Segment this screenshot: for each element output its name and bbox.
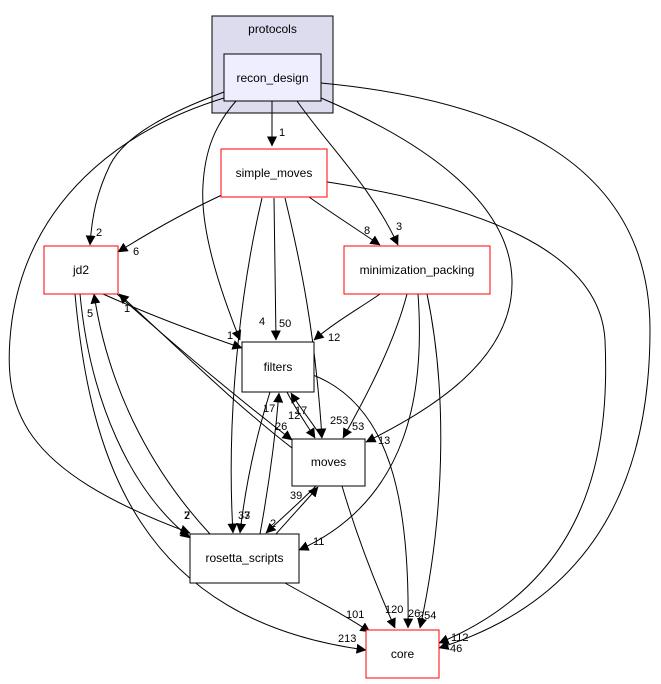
edge-label: 5 bbox=[87, 308, 93, 320]
nodes: recon_design simple_moves jd2 minimizati… bbox=[43, 53, 491, 679]
edge-simple-moves-jd2[interactable]: 6 bbox=[117, 193, 225, 258]
node-label: rosetta_scripts bbox=[205, 551, 283, 565]
node-jd2[interactable]: jd2 bbox=[43, 245, 119, 295]
edge-rosetta-scripts-core[interactable]: 101 bbox=[284, 582, 371, 633]
edge-jd2-moves[interactable]: 26 bbox=[116, 293, 293, 441]
edge-label: 13 bbox=[378, 435, 390, 447]
edge-label: 4 bbox=[259, 316, 265, 328]
edge-label: 26 bbox=[408, 608, 420, 620]
cluster-label: protocols bbox=[248, 22, 297, 36]
edge-filters-core[interactable]: 26 bbox=[312, 374, 420, 629]
edge-label: 253 bbox=[330, 415, 348, 427]
edges: 1 2 3 4 13 7 46 6 bbox=[8, 82, 651, 655]
edge-label: 2 bbox=[270, 518, 276, 530]
edge-label: 120 bbox=[385, 604, 403, 616]
node-rosetta-scripts[interactable]: rosetta_scripts bbox=[189, 533, 300, 584]
edge-recon-core[interactable]: 46 bbox=[320, 82, 651, 655]
edge-minimization-moves[interactable]: 53 bbox=[342, 293, 408, 439]
node-label: jd2 bbox=[72, 263, 89, 277]
edge-moves-jd2[interactable]: 1 bbox=[118, 293, 293, 449]
edge-label: 39 bbox=[290, 490, 302, 502]
edge-label: 8 bbox=[364, 225, 370, 237]
edge-simple-moves-moves[interactable]: 253 bbox=[284, 197, 348, 439]
node-minimization-packing[interactable]: minimization_packing bbox=[343, 245, 491, 295]
node-label: recon_design bbox=[236, 71, 308, 85]
edge-rosetta-scripts-moves[interactable]: 39 bbox=[275, 486, 319, 535]
edge-simple-moves-filters[interactable]: 50 bbox=[270, 197, 291, 341]
edge-label: 37 bbox=[238, 510, 250, 522]
node-label: filters bbox=[264, 360, 293, 374]
edge-label: 112 bbox=[451, 632, 469, 644]
edge-label: 11 bbox=[313, 536, 324, 548]
edge-recon-minimization[interactable]: 3 bbox=[296, 100, 402, 246]
edge-recon-rosetta-scripts[interactable]: 7 bbox=[8, 97, 225, 535]
edge-label: 53 bbox=[352, 421, 364, 433]
edge-simple-moves-core[interactable]: 112 bbox=[320, 180, 607, 644]
edge-recon-simple-moves[interactable]: 1 bbox=[267, 101, 285, 147]
edge-label: 1 bbox=[279, 127, 285, 139]
edge-simple-moves-minimization[interactable]: 8 bbox=[308, 196, 381, 246]
edge-rosetta-scripts-filters[interactable]: 17 bbox=[259, 392, 284, 535]
edge-minimization-core[interactable]: 254 bbox=[417, 293, 442, 629]
edge-label: 17 bbox=[263, 403, 275, 415]
edge-label: 1 bbox=[124, 303, 130, 315]
node-simple-moves[interactable]: simple_moves bbox=[220, 148, 328, 198]
edge-moves-filters[interactable]: 17 bbox=[290, 392, 323, 439]
edge-label: 3 bbox=[396, 221, 402, 233]
edge-filters-rosetta-scripts[interactable]: 3 bbox=[236, 391, 271, 534]
edge-label: 2 bbox=[96, 227, 102, 239]
edge-label: 12 bbox=[288, 410, 300, 422]
edge-minimization-filters[interactable]: 12 bbox=[313, 293, 381, 344]
node-moves[interactable]: moves bbox=[291, 438, 366, 487]
edge-label: 101 bbox=[346, 609, 364, 621]
node-label: moves bbox=[311, 455, 346, 469]
node-core[interactable]: core bbox=[365, 629, 440, 679]
node-label: minimization_packing bbox=[360, 263, 475, 277]
edge-label: 7 bbox=[184, 510, 190, 522]
edge-recon-moves[interactable]: 13 bbox=[320, 97, 513, 447]
node-label: core bbox=[391, 647, 415, 661]
edge-recon-filters[interactable]: 4 bbox=[202, 100, 265, 341]
node-filters[interactable]: filters bbox=[241, 341, 315, 393]
node-recon-design[interactable]: recon_design bbox=[223, 53, 322, 102]
edge-label: 12 bbox=[328, 332, 340, 344]
edge-label: 213 bbox=[338, 633, 356, 645]
edge-label: 46 bbox=[450, 643, 462, 655]
edge-jd2-rosetta-scripts[interactable]: 2 bbox=[79, 293, 191, 539]
edge-label: 254 bbox=[418, 610, 436, 622]
edge-label: 17 bbox=[295, 405, 307, 417]
edge-filters-moves[interactable]: 12 bbox=[286, 391, 316, 439]
edge-moves-core[interactable]: 120 bbox=[341, 485, 403, 629]
edge-rosetta-scripts-jd2[interactable]: 5 bbox=[87, 293, 211, 535]
edge-jd2-core[interactable]: 2 1 3 bbox=[74, 293, 367, 654]
edge-label: 2 bbox=[184, 510, 190, 522]
edge-label: 50 bbox=[279, 318, 291, 330]
edge-recon-jd2[interactable]: 2 bbox=[85, 91, 225, 246]
edge-label: 6 bbox=[133, 246, 139, 258]
edge-label: 1 bbox=[227, 330, 233, 342]
node-label: simple_moves bbox=[236, 166, 313, 180]
edge-label: 26 bbox=[275, 421, 287, 433]
edge-minimization-rosetta-scripts[interactable]: 11 bbox=[298, 293, 420, 551]
edge-label: 3 bbox=[244, 510, 250, 522]
